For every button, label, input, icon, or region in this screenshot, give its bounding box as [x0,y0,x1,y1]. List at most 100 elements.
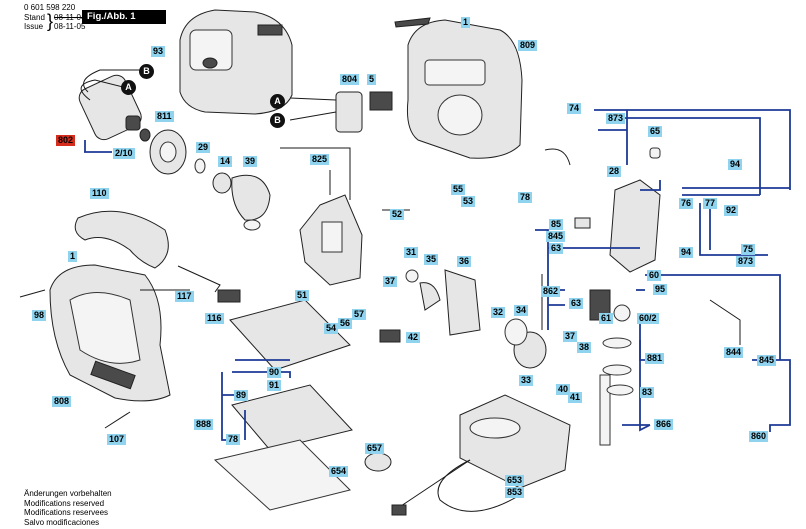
callout-label: 653 [505,475,525,486]
callout-label: 93 [151,46,166,57]
callout-label: 866 [654,419,674,430]
callout-label: 78 [518,192,533,203]
base-plate-drawing [213,289,353,511]
callout-label: 34 [514,305,529,316]
callout-label: 5 [367,74,377,85]
callout-label: 60/2 [637,313,659,324]
callout-label: 38 [577,342,592,353]
callout-label: 74 [567,103,582,114]
callout-label: 1 [461,17,471,28]
callout-label: 37 [563,331,578,342]
callout-label: 77 [703,198,718,209]
callout-label: 92 [724,205,739,216]
callout-label: 83 [640,387,655,398]
connector-b: B [270,113,285,128]
callout-label: 94 [728,159,743,170]
callout-label: 116 [205,313,224,324]
callout-label: 845 [757,355,777,366]
battery-pack-drawing [179,9,293,115]
callout-label: 42 [406,332,421,343]
callout-label: 95 [653,284,668,295]
callout-label: 63 [549,243,564,254]
footer-note: Änderungen vorbehalten [24,489,112,498]
callout-label: 860 [749,431,769,442]
callout-label: 65 [648,126,663,137]
right-gearbox-drawing [544,147,741,446]
callout-label: 89 [234,390,249,401]
callout-label: 35 [424,254,439,265]
footer-note: Modifications reserved [24,498,105,508]
callout-label: 845 [546,231,566,242]
issue-date: 08-11-05 [54,22,86,31]
switch-drawing [289,91,393,133]
callout-label: 54 [324,323,339,334]
callout-label: 811 [155,111,174,122]
callout-label: 36 [457,256,472,267]
callout-label: 32 [491,307,506,318]
callout-label-highlight: 802 [56,135,76,146]
part-number: 0 601 598 220 [24,3,76,12]
callout-label: 94 [679,247,694,258]
housing-left-drawing [49,264,171,402]
connector-a: A [121,80,136,95]
callout-label: 2/10 [113,148,135,159]
stand-label: Stand [24,13,45,22]
callout-label: 28 [607,166,622,177]
callout-label: 657 [365,443,385,454]
callout-label: 809 [518,40,538,51]
callout-label: 40 [556,384,571,395]
callout-label: 804 [340,74,360,85]
issue-label: Issue [24,22,44,31]
callout-label: 29 [196,142,211,153]
callout-label: 888 [194,419,214,430]
callout-label: 33 [519,375,534,386]
callout-label: 862 [541,286,561,297]
callout-label: 107 [107,434,127,445]
gear-frame-drawing [243,194,363,286]
callout-label: 56 [338,318,353,329]
callout-label: 52 [390,209,405,220]
callout-label: 63 [569,298,584,309]
handle-grip-drawing [74,210,169,269]
callout-label: 873 [606,113,626,124]
callout-label: 61 [599,313,614,324]
callout-label: 85 [549,219,564,230]
callout-label: 654 [329,466,349,477]
connector-a: A [270,94,285,109]
callout-label: 41 [568,392,583,403]
callout-label: 844 [724,347,744,358]
callout-label: 808 [52,396,72,407]
callout-label: 39 [243,156,258,167]
callout-label: 60 [647,270,662,281]
callout-label: 51 [295,290,310,301]
callout-label: 55 [451,184,466,195]
fan-wheel-drawing [139,128,187,175]
callout-label: 98 [32,310,47,321]
callout-label: 37 [383,276,398,287]
stand-date: 08-11-04 [54,13,86,22]
footer-note: Salvo modificaciones [24,517,100,527]
housing-top-drawing [394,17,523,159]
charger-drawing [391,394,571,516]
callout-label: 14 [218,156,233,167]
callout-label: 75 [741,244,756,255]
callout-label: 31 [404,247,419,258]
callout-label: 91 [267,380,282,391]
motor-drawing [78,69,145,141]
footer-notes: Änderungen vorbehalten Modifications res… [24,489,112,527]
callout-label: 853 [505,487,525,498]
callout-label: 1 [68,251,78,262]
callout-label: 57 [352,309,367,320]
callout-label: 78 [226,434,241,445]
callout-label: 76 [679,198,694,209]
footer-note: Modifications reservees [24,508,109,517]
callout-label: 53 [461,196,476,207]
connector-b: B [139,64,154,79]
callout-label: 110 [90,188,109,199]
callout-label: 873 [736,256,756,267]
callout-label: 117 [175,291,194,302]
brace-symbol: } [47,11,54,31]
figure-title: Fig./Abb. 1 [82,10,166,24]
